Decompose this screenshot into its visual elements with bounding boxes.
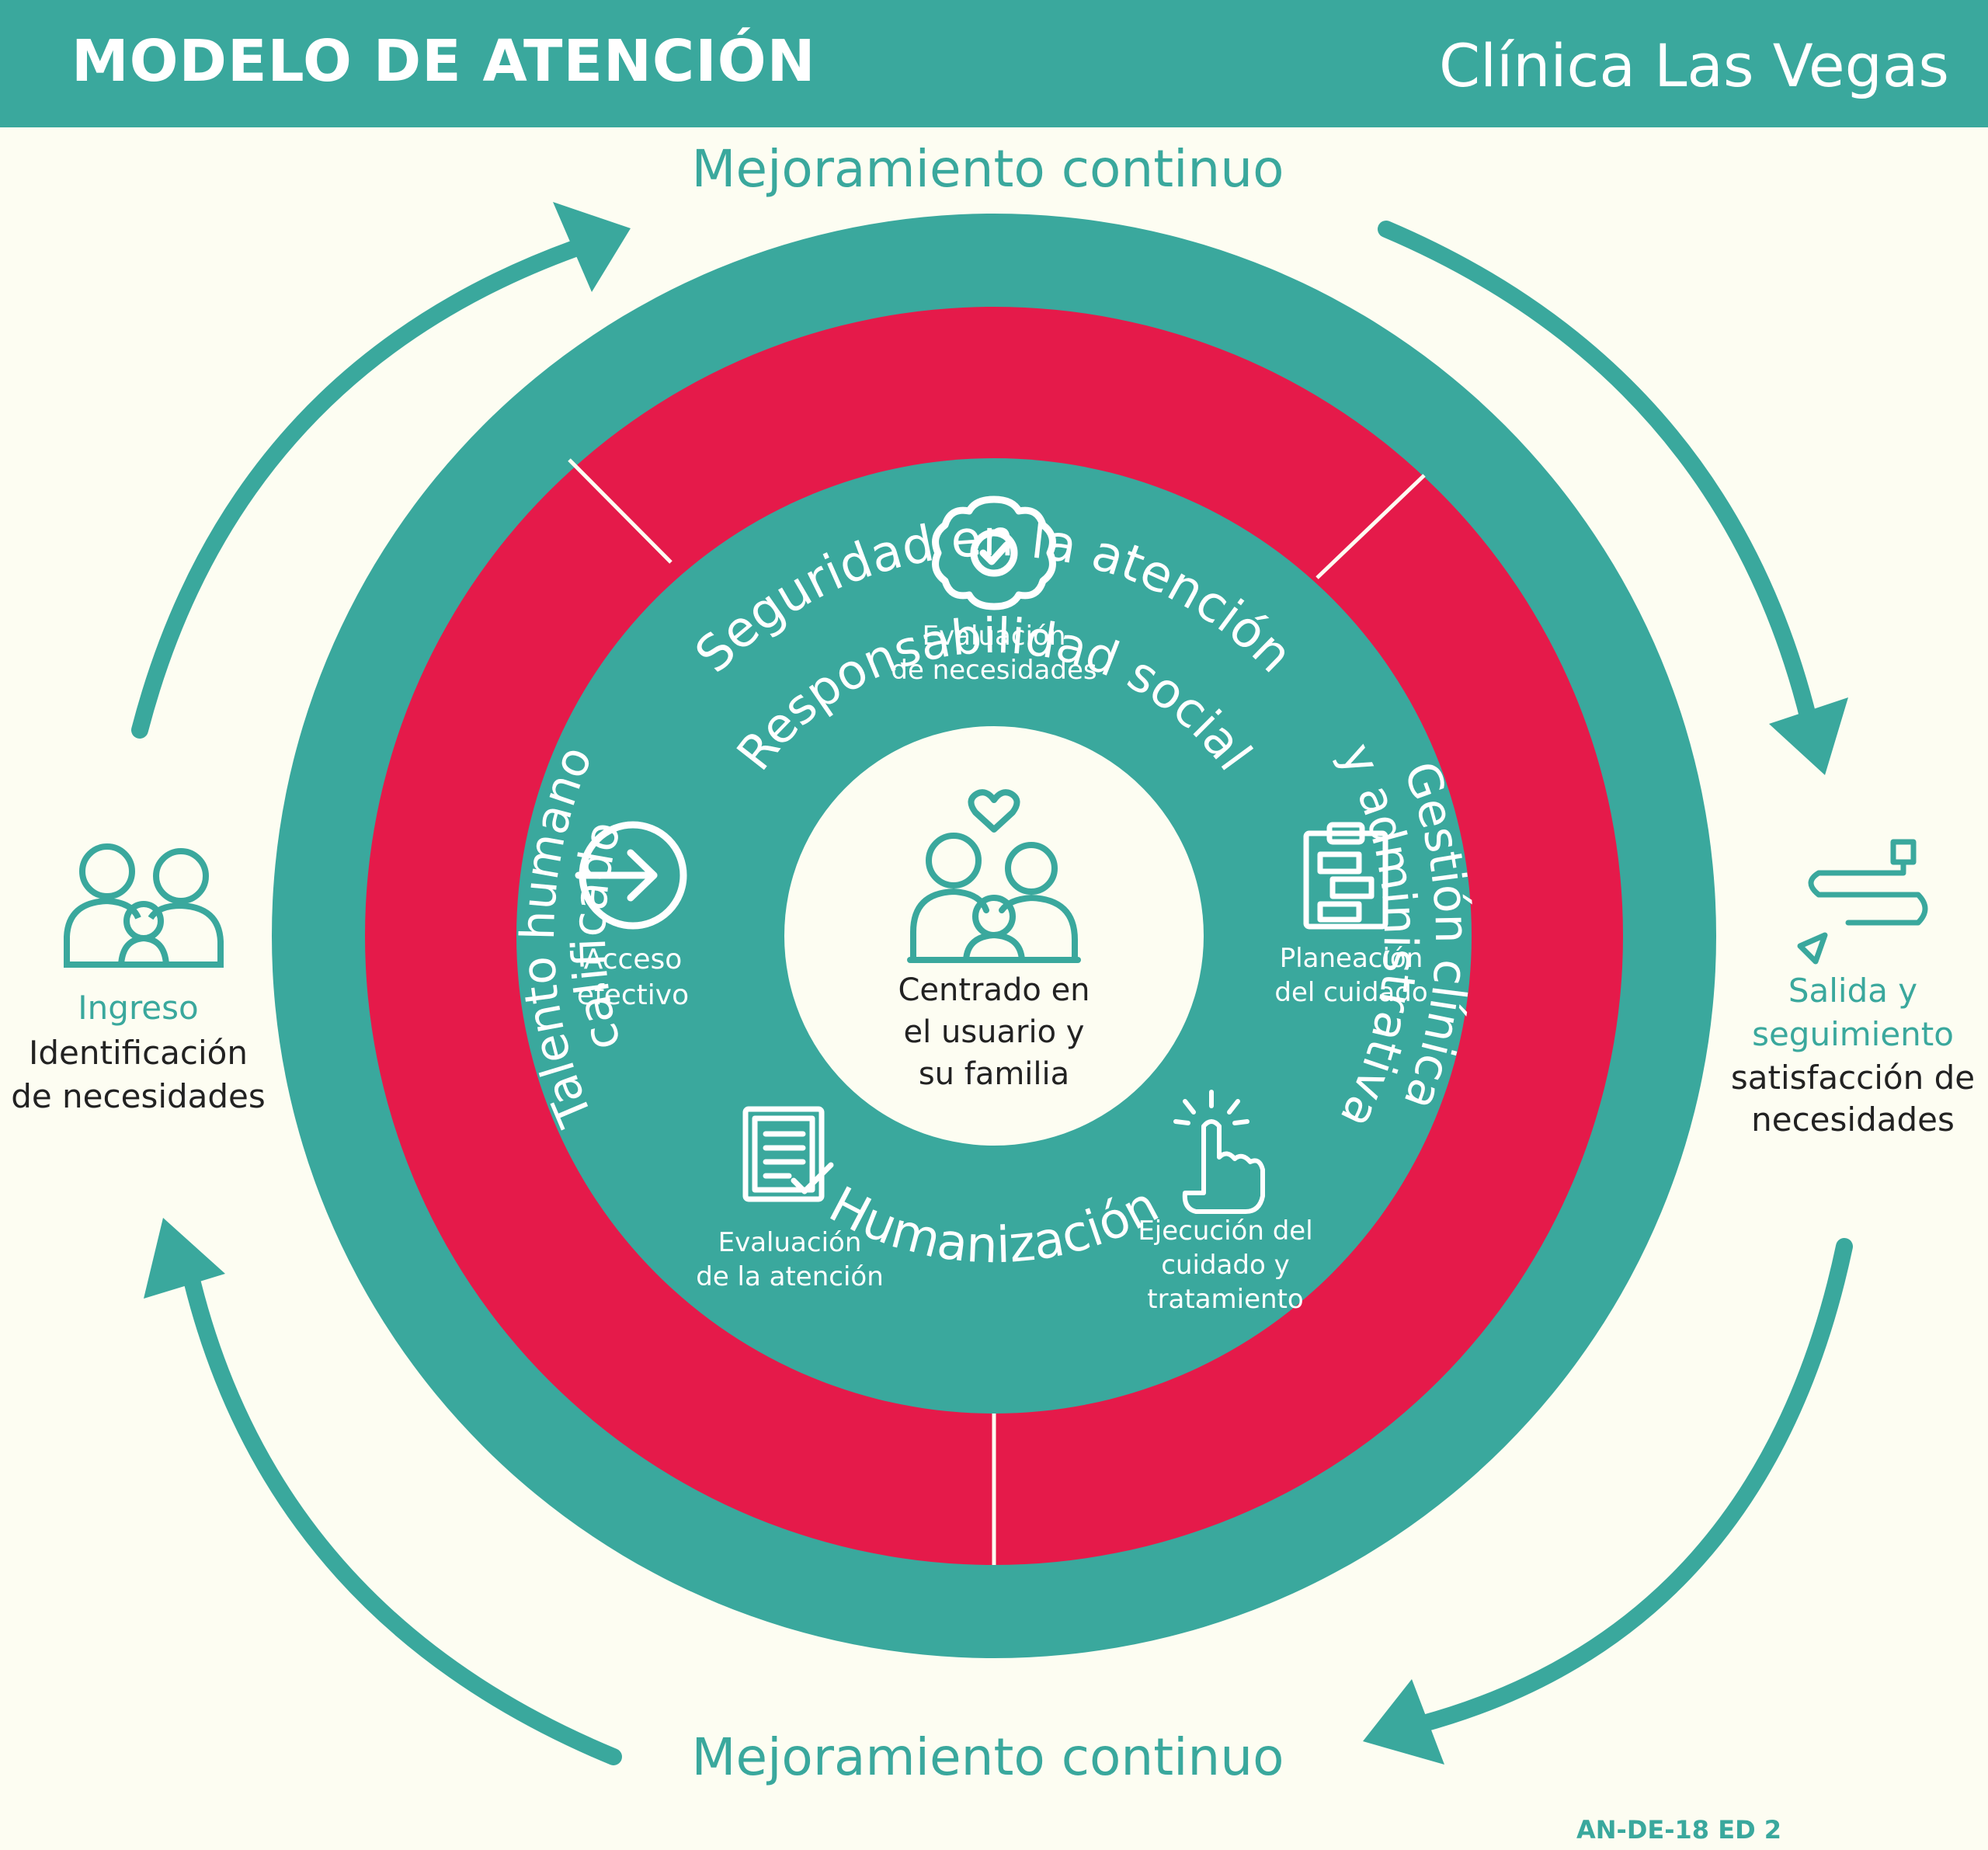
exit-line1: satisfacción de — [1731, 1059, 1975, 1097]
arrowhead-left-bottom — [144, 1218, 225, 1299]
document-code: AN-DE-18 ED 2 — [1576, 1815, 1782, 1845]
path-route-icon — [1797, 839, 1928, 965]
entry-line2: de necesidades — [11, 1077, 266, 1115]
arrow-left-up — [131, 240, 583, 739]
clipboard-icon — [1303, 822, 1388, 930]
center-focus: Centrado en el usuario y su familia — [898, 789, 1090, 1092]
effective-access-line2: efectivo — [577, 979, 689, 1011]
exit-title-line1: Salida y — [1788, 972, 1917, 1010]
center-line2: el usuario y — [904, 1014, 1085, 1050]
step-care-evaluation: Evaluación de la atención — [696, 1106, 884, 1292]
arrow-left-bottom — [182, 1265, 622, 1765]
tap-hand-icon — [1173, 1090, 1265, 1214]
care-execution-line2: cuidado y — [1161, 1250, 1289, 1281]
exit-block: Salida y seguimiento satisfacción de nec… — [1731, 839, 1975, 1139]
care-planning-line1: Planeación — [1280, 943, 1423, 974]
family-icon — [64, 843, 224, 968]
entry-line1: Identificación — [29, 1034, 248, 1072]
care-execution-line3: tratamiento — [1147, 1284, 1303, 1315]
ring-dividers — [568, 458, 1426, 1565]
step-needs-evaluation: Evaluación de necesidades — [891, 496, 1097, 686]
care-evaluation-line2: de la atención — [696, 1261, 884, 1292]
arrow-circle-icon — [575, 821, 687, 930]
cycle-label-bottom: Mejoramiento continuo — [692, 1727, 1284, 1787]
care-execution-line1: Ejecución del — [1138, 1215, 1312, 1247]
center-line1: Centrado en — [898, 972, 1090, 1008]
clinic-name: Clínica Las Vegas — [1438, 31, 1949, 100]
exit-title-line2: seguimiento — [1752, 1015, 1954, 1053]
center-line3: su familia — [919, 1056, 1069, 1092]
entry-block: Ingreso Identificación de necesidades — [11, 843, 266, 1115]
badge-check-icon — [932, 496, 1056, 610]
header-bar: MODELO DE ATENCIÓN Clínica Las Vegas — [0, 0, 1988, 127]
checklist-icon — [742, 1106, 834, 1202]
cycle-label-top: Mejoramiento continuo — [692, 139, 1284, 199]
page-title: MODELO DE ATENCIÓN — [71, 28, 816, 95]
exit-line2: necesidades — [1751, 1101, 1955, 1139]
step-effective-access: Acceso efectivo — [575, 821, 689, 1011]
arrowhead-right-down — [1769, 697, 1848, 775]
effective-access-line1: Acceso — [584, 944, 683, 975]
entry-title: Ingreso — [78, 989, 198, 1027]
family-heart-icon — [907, 789, 1081, 963]
step-care-execution: Ejecución del cuidado y tratamiento — [1138, 1090, 1313, 1315]
arrowhead-right-bottom — [1363, 1679, 1444, 1765]
arrow-right-bottom — [1413, 1238, 1853, 1733]
care-evaluation-line1: Evaluación — [718, 1227, 862, 1258]
cycle-arrows — [131, 202, 1853, 1765]
step-care-planning: Planeación del cuidado — [1274, 822, 1428, 1008]
arrow-right-down — [1378, 221, 1818, 731]
needs-evaluation-line2: de necesidades — [891, 655, 1097, 686]
arrowhead-left-up — [553, 202, 631, 292]
needs-evaluation-line1: Evaluación — [923, 621, 1066, 652]
care-planning-line2: del cuidado — [1274, 977, 1427, 1008]
